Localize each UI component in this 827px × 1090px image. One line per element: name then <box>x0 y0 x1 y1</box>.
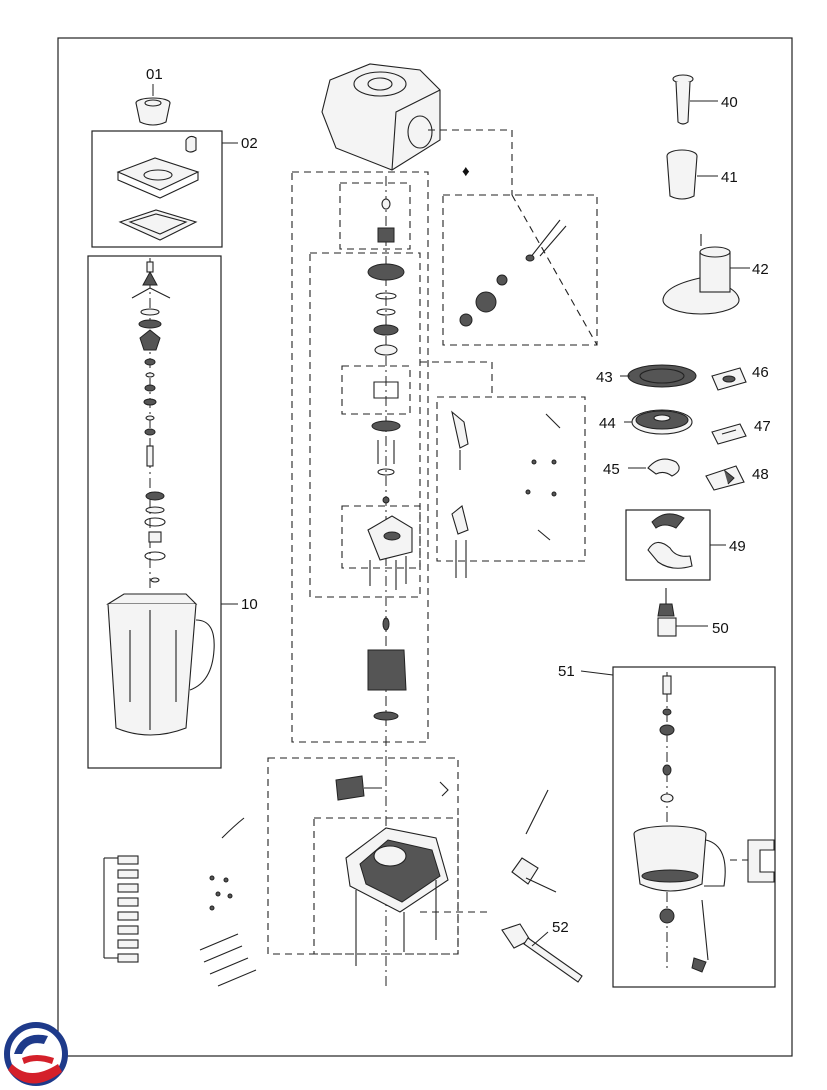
base-inner-box <box>313 817 459 955</box>
label-46: 46 <box>752 364 769 381</box>
switch-box <box>341 505 421 569</box>
motor-housing-top <box>321 63 441 171</box>
part-52-spatula <box>501 789 583 983</box>
label-45: 45 <box>603 461 620 478</box>
label-52: 52 <box>552 919 569 936</box>
part-49-blade-set <box>647 513 726 569</box>
base-housing <box>335 775 488 966</box>
label-47: 47 <box>754 418 771 435</box>
label-44: 44 <box>599 415 616 432</box>
part-50-drive-shaft <box>657 588 708 637</box>
label-02: 02 <box>241 135 258 152</box>
label-50: 50 <box>712 620 729 637</box>
part-40-pusher <box>672 74 718 125</box>
gear-detail-parts: ♦ <box>428 129 598 346</box>
detail-marker: ♦ <box>462 163 470 180</box>
part-02-group-box <box>91 130 223 248</box>
part-51-group-box <box>612 666 776 988</box>
bracket-box <box>341 365 411 415</box>
part-44-grating-disc <box>624 409 693 435</box>
part-42-processor-lid <box>662 234 750 315</box>
part-47-insert <box>711 423 747 445</box>
part-41-feed-tube <box>666 149 718 200</box>
part-01-lid-cap <box>135 84 171 126</box>
label-48: 48 <box>752 466 769 483</box>
part-48-insert <box>705 465 745 491</box>
part-10-blender-jar-assembly <box>106 258 238 736</box>
lower-left-screws <box>103 817 257 987</box>
label-01: 01 <box>146 66 163 83</box>
label-51: 51 <box>558 663 575 680</box>
diagram-frame <box>57 37 793 1057</box>
gear-detail-box <box>442 194 598 346</box>
part-51-processor-bowl-assembly <box>580 670 775 973</box>
label-43: 43 <box>596 369 613 386</box>
motor-coupling-box <box>339 182 411 250</box>
motor-drive-parts <box>367 176 413 990</box>
switch-detail-box <box>436 396 586 562</box>
label-49: 49 <box>729 538 746 555</box>
part-46-insert <box>711 367 747 391</box>
label-40: 40 <box>721 94 738 111</box>
part-45-blade <box>628 458 680 477</box>
part-43-slicing-disc <box>620 364 697 388</box>
label-10: 10 <box>241 596 258 613</box>
motor-base-assembly-box <box>291 171 429 743</box>
part-10-group-box <box>87 255 222 769</box>
label-41: 41 <box>721 169 738 186</box>
part-02-lid-assembly <box>116 135 238 241</box>
gear-assembly-box <box>309 252 421 598</box>
switch-detail-parts <box>420 361 561 578</box>
label-42: 42 <box>752 261 769 278</box>
brand-swirl-logo <box>4 1022 68 1086</box>
